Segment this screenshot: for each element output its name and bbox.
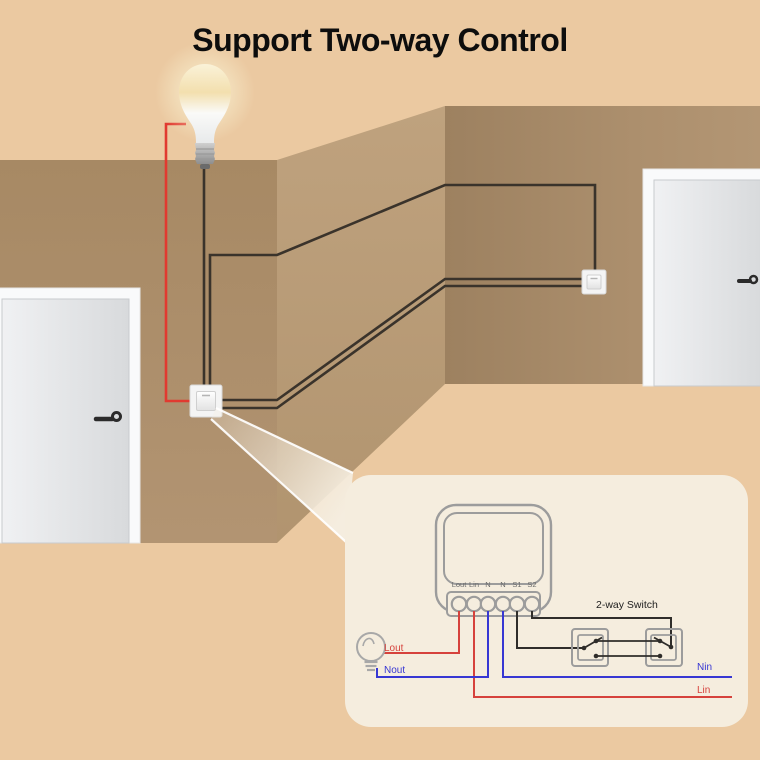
switch-symbol-left [571,628,609,667]
terminal-circle [450,595,468,613]
callout-panel [345,475,748,727]
wall-switch-right [581,269,607,295]
bulb-contact-tip [200,164,210,169]
contact-dots [581,638,674,659]
schematic-bulb-icon [356,632,386,672]
terminal-label: Lin [469,580,479,589]
terminal-label: S2 [527,580,536,589]
door-handle-icon [737,274,759,285]
lout-wire [384,611,460,654]
smart-switch-module: Lout Lin N N S1 S2 [434,503,553,617]
door-left [0,287,141,544]
nout-label: Nout [384,665,405,676]
two-way-switch-label: 2-way Switch [596,599,658,611]
light-bulb-icon [155,42,255,169]
bulb-body [179,64,231,143]
nout-wire [376,611,489,678]
s2-wire [531,611,672,645]
beam-edge-bottom [210,418,347,543]
terminal-circle [508,595,526,613]
wire-traveler-2 [221,284,583,410]
page-title: Support Two-way Control [192,22,567,58]
wall-switch-left [189,384,223,418]
contact-dot [668,644,674,650]
switch-lever [653,636,672,648]
terminal-circle [494,595,512,613]
s1-wire [516,611,584,649]
switch-lever [583,636,603,649]
contact-dot [657,638,663,644]
lout-label: Lout [384,643,404,654]
contact-dot [593,653,599,659]
terminal-label: S1 [512,580,521,589]
wire-traveler-1 [221,277,583,402]
module-inner-face [443,512,544,585]
door-handle-icon [93,411,122,422]
schematic-wiring [376,611,732,698]
switch-rocker [196,391,216,411]
nin-wire [502,611,732,678]
contact-dot [581,645,587,651]
door-right [642,168,760,387]
terminal-circle [465,595,483,613]
contact-dot [593,638,599,644]
beam-edge-top [215,407,354,474]
terminal-labels: Lout Lin N N S1 S2 [452,580,537,589]
lin-label: Lin [697,685,710,696]
lin-wire [473,611,732,698]
switch-symbol-right [645,628,683,667]
terminal-label: N [500,580,505,589]
terminal-label: N [485,580,490,589]
contact-dot [657,653,663,659]
terminal-label: Lout [452,580,468,589]
terminal-circle [523,595,541,613]
wire-switch-link [208,183,597,386]
two-way-switch-symbols [571,628,683,667]
nin-label: Nin [697,662,712,673]
schematic-labels: Lout Nout 2-way Switch Nin Lin [384,599,712,696]
callout-beam [210,407,354,543]
switch-rocker [586,274,602,290]
terminal-circle [479,595,497,613]
terminal-circles [450,595,541,613]
wall-center [277,106,445,543]
beam-wedge [211,408,353,542]
